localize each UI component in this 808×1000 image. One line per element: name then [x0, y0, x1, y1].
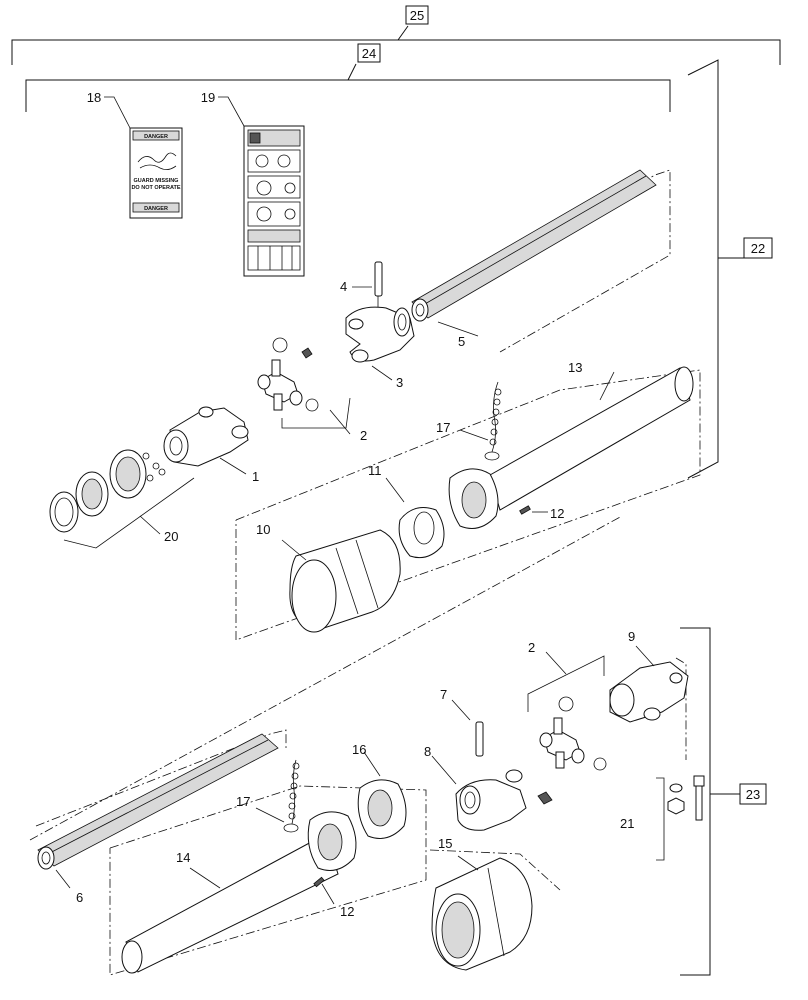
shield-cone-10: 10 [256, 522, 401, 633]
decal-19: 19 [201, 90, 305, 277]
decal18-line1: GUARD MISSING [134, 178, 179, 184]
callout-10: 10 [256, 522, 270, 537]
callout-3: 3 [396, 375, 403, 390]
shield-tube-13: 13 17 [436, 360, 694, 511]
decal18-top-word: DANGER [144, 134, 168, 140]
yoke-1: 1 [163, 406, 259, 484]
frame-lower-shield [109, 785, 427, 976]
bolt-nut-21: 21 [620, 775, 705, 861]
bracket-22: 22 [687, 59, 773, 479]
yoke-9: 9 [609, 629, 689, 760]
frame-upper-shield [235, 369, 701, 641]
callout-8: 8 [424, 744, 431, 759]
shield-cone-15: 15 [431, 836, 533, 971]
bracket-lower: 23 [680, 627, 767, 976]
callout-2-lower: 2 [528, 640, 535, 655]
seal-kit-20: 20 [49, 449, 195, 549]
yoke-8: 7 8 [424, 687, 553, 831]
callout-25: 25 [410, 8, 424, 23]
callout-21: 21 [620, 816, 634, 831]
bearing-ring-11: 11 12 [368, 463, 564, 559]
callout-12-lower: 12 [340, 904, 354, 919]
bracket-25: 25 [11, 5, 781, 65]
axis-line [29, 515, 623, 841]
bracket-24: 24 [25, 43, 671, 112]
callout-5: 5 [458, 334, 465, 349]
shield-tube-14: 14 17 12 [121, 759, 354, 974]
decal18-bottom-word: DANGER [144, 206, 168, 212]
callout-13: 13 [568, 360, 582, 375]
bearing-ring-16: 16 [307, 742, 407, 871]
callout-15: 15 [438, 836, 452, 851]
callout-11: 11 [368, 463, 382, 478]
callout-18: 18 [87, 90, 101, 105]
callout-9: 9 [628, 629, 635, 644]
callout-17-lower: 17 [236, 794, 250, 809]
cross-kit-2-lower: 2 [527, 640, 607, 771]
callout-6: 6 [76, 890, 83, 905]
cross-kit-2-upper: 2 [257, 337, 367, 443]
callout-19: 19 [201, 90, 215, 105]
callout-7: 7 [440, 687, 447, 702]
callout-4: 4 [340, 279, 347, 294]
callout-2-upper: 2 [360, 428, 367, 443]
outer-tube-5: 5 [411, 169, 671, 353]
callout-1: 1 [252, 469, 259, 484]
callout-24: 24 [362, 46, 376, 61]
yoke-3: 4 3 [340, 261, 415, 390]
callout-16: 16 [352, 742, 366, 757]
callout-12-upper: 12 [550, 506, 564, 521]
callout-22: 22 [751, 241, 765, 256]
decal18-line2: DO NOT OPERATE [131, 185, 180, 191]
frame-shield-15 [429, 849, 561, 891]
callout-14: 14 [176, 850, 190, 865]
decal-18: 18 DANGER GUARD MISSING DO NOT OPERATE D… [87, 90, 183, 219]
inner-tube-6: 6 [35, 729, 287, 905]
callout-23: 23 [746, 787, 760, 802]
callout-20: 20 [164, 529, 178, 544]
callout-17-upper: 17 [436, 420, 450, 435]
